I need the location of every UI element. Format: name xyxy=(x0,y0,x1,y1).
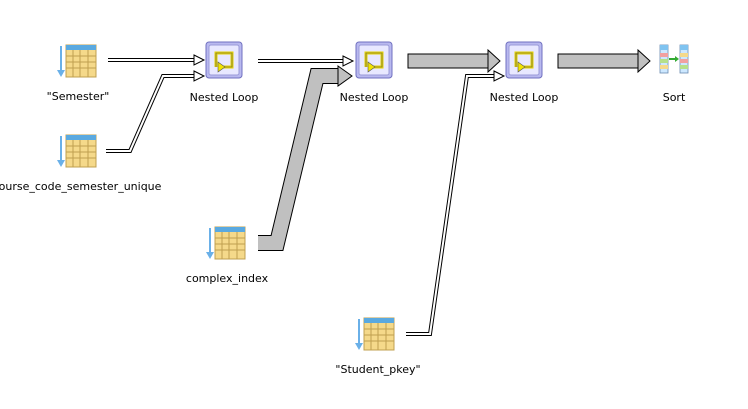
node-course-code-semester-unique[interactable]: course_code_semester_unique xyxy=(0,134,162,193)
index-scan-icon xyxy=(56,44,97,78)
node-nested-loop-1[interactable]: Nested Loop xyxy=(190,40,259,104)
index-scan-icon xyxy=(56,134,97,168)
node-label: Nested Loop xyxy=(490,91,559,104)
nested-loop-icon xyxy=(204,40,244,80)
edge-semester-to-nested-loop-1 xyxy=(108,54,206,66)
node-label: Nested Loop xyxy=(190,91,259,104)
node-sort[interactable]: Sort xyxy=(659,44,689,104)
nested-loop-icon xyxy=(504,40,544,80)
edge-ccsu-to-nested-loop-1 xyxy=(106,70,206,153)
node-label: complex_index xyxy=(186,272,269,285)
edge-nested-loop-2-to-nested-loop-3 xyxy=(407,48,501,74)
index-scan-icon xyxy=(205,226,246,260)
node-complex-index[interactable]: complex_index xyxy=(186,226,269,285)
node-label: Nested Loop xyxy=(340,91,409,104)
edge-nested-loop-3-to-sort xyxy=(557,48,651,74)
node-semester[interactable]: "Semester" xyxy=(47,44,110,103)
index-scan-icon xyxy=(354,317,395,351)
edge-student-pkey-to-nested-loop-3 xyxy=(406,70,506,336)
node-label: "Student_pkey" xyxy=(335,363,420,376)
node-label: Sort xyxy=(663,91,686,104)
node-nested-loop-3[interactable]: Nested Loop xyxy=(490,40,559,104)
edge-nested-loop-1-to-nested-loop-2 xyxy=(258,55,355,67)
edge-complex-index-to-nested-loop-2 xyxy=(258,65,353,251)
node-nested-loop-2[interactable]: Nested Loop xyxy=(340,40,409,104)
node-label: course_code_semester_unique xyxy=(0,180,162,193)
node-label: "Semester" xyxy=(47,90,110,103)
nested-loop-icon xyxy=(354,40,394,80)
sort-icon xyxy=(659,44,689,74)
node-student-pkey[interactable]: "Student_pkey" xyxy=(335,317,421,376)
